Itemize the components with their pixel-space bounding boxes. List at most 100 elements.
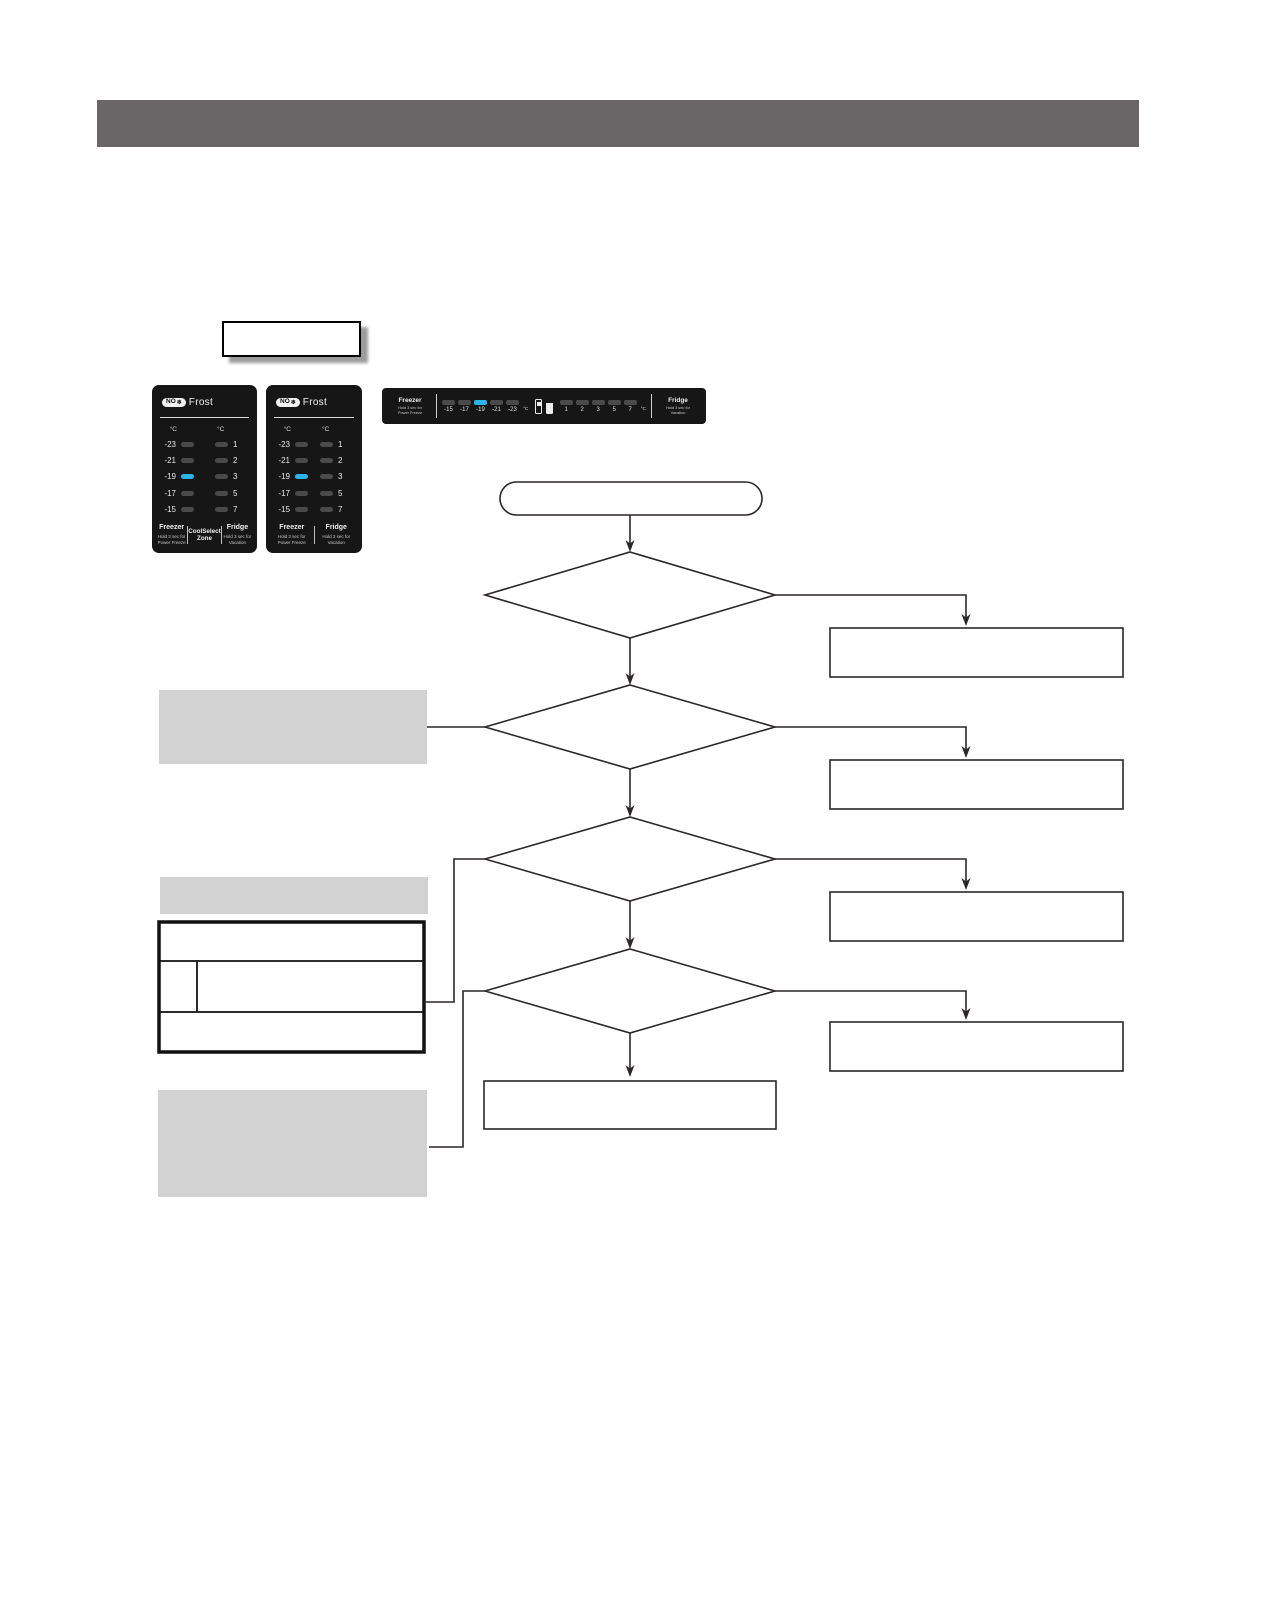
fridge-led <box>320 441 333 447</box>
fridge-unit-label: °C <box>217 426 225 433</box>
button-divider <box>313 526 315 544</box>
fridge-temp-label: 2 <box>338 455 343 465</box>
freezer-unit-label: °C <box>523 406 529 412</box>
freezer-temp-label: -21 <box>278 455 290 465</box>
control-panel-coolselect: NO❄ Frost °C -23 -21 -19 -17 -15 °C 1 2 … <box>152 385 257 553</box>
fridge-temp-label: 7 <box>233 504 238 514</box>
fridge-unit-label: °C <box>640 406 646 412</box>
fridge-temp-label: 5 <box>612 406 616 413</box>
flow-result-box-3 <box>829 891 1124 942</box>
fridge-led <box>623 399 637 405</box>
freezer-temp-label: -23 <box>508 406 517 413</box>
fridge-led-strip: 1 2 3 5 7 °C <box>559 399 646 413</box>
fridge-temp-label: 1 <box>338 439 343 449</box>
freezer-led <box>490 399 503 405</box>
flow-result-box-1 <box>829 627 1124 678</box>
freezer-led <box>295 490 308 496</box>
freezer-led <box>295 506 308 512</box>
freezer-led <box>295 441 308 447</box>
freezer-led-strip: -15 -17 -19 -21 -23 °C <box>442 399 529 413</box>
fridge-temp-label: 5 <box>233 488 238 498</box>
note-bar-2 <box>160 877 428 914</box>
fridge-led <box>559 399 573 405</box>
panel-divider-line <box>160 417 249 418</box>
button-divider <box>220 526 222 544</box>
fridge-temp-label: 3 <box>233 472 238 482</box>
flow-result-box-4 <box>829 1021 1124 1072</box>
connector-table-d3 <box>424 858 485 1003</box>
flow-final-box <box>483 1080 777 1130</box>
freezer-led-active <box>181 474 194 480</box>
freezer-temp-label: -23 <box>278 439 290 449</box>
freezer-led <box>442 399 455 405</box>
frost-label: Frost <box>188 397 214 408</box>
fridge-led <box>575 399 589 405</box>
freezer-temp-column: °C -23 -21 -19 -17 -15 <box>275 423 308 517</box>
freezer-temp-label: -15 <box>164 504 176 514</box>
section-header-bar <box>97 100 1139 147</box>
fridge-led <box>320 474 333 480</box>
freezer-temp-column: °C -23 -21 -19 -17 -15 <box>161 423 194 517</box>
connector-note3-d4 <box>429 990 485 1148</box>
branch-d1-right <box>775 594 967 618</box>
note-box-1 <box>159 690 427 764</box>
button-divider <box>187 526 189 544</box>
freezer-temp-label: -19 <box>278 472 290 482</box>
note-box-3 <box>158 1090 427 1197</box>
fridge-led <box>215 441 228 447</box>
freezer-temp-label: -19 <box>476 406 485 413</box>
flow-decision-4 <box>482 948 778 1034</box>
panel-section-divider <box>436 394 437 418</box>
freezer-unit-label: °C <box>169 426 177 433</box>
branch-d4-right <box>775 990 967 1012</box>
empty-callout-box <box>222 321 361 357</box>
freezer-temp-label: -23 <box>164 439 176 449</box>
flow-decision-2 <box>482 684 778 770</box>
fridge-temp-column: °C 1 2 3 5 7 <box>320 423 353 517</box>
flow-start-terminator <box>499 481 763 516</box>
freezer-temp-label: -17 <box>278 488 290 498</box>
freezer-temp-label: -17 <box>164 488 176 498</box>
panel-divider-line <box>273 417 355 418</box>
no-frost-logo: NO❄ Frost <box>162 396 257 409</box>
freezer-unit-label: °C <box>283 426 291 433</box>
control-panel-standard: NO❄ Frost °C -23 -21 -19 -17 -15 °C 1 2 … <box>266 385 362 553</box>
fridge-temp-label: 1 <box>564 406 568 413</box>
freezer-led <box>181 441 194 447</box>
fridge-unit-label: °C <box>322 426 330 433</box>
freezer-led <box>458 399 471 405</box>
freezer-temp-label: -21 <box>164 455 176 465</box>
no-frost-logo: NO❄ Frost <box>276 396 362 409</box>
fridge-led <box>320 506 333 512</box>
flow-result-box-2 <box>829 759 1124 810</box>
freezer-led <box>181 457 194 463</box>
fridge-led <box>607 399 621 405</box>
fridge-temp-label: 7 <box>628 406 632 413</box>
fridge-led <box>215 474 228 480</box>
fridge-led <box>215 506 228 512</box>
branch-d2-right <box>775 726 967 750</box>
fridge-led <box>215 490 228 496</box>
fridge-led <box>320 457 333 463</box>
freezer-led <box>506 399 519 405</box>
freezer-led <box>181 506 194 512</box>
note-table <box>157 920 426 1054</box>
water-icon <box>546 398 553 414</box>
fridge-led <box>591 399 605 405</box>
fridge-temp-label: 2 <box>233 455 238 465</box>
freezer-temp-label: -15 <box>444 406 453 413</box>
fridge-temp-label: 1 <box>233 439 238 449</box>
fridge-led <box>215 457 228 463</box>
snowflake-icon: ❄ <box>176 399 182 406</box>
branch-d3-right <box>775 858 967 882</box>
panel-section-divider <box>651 394 652 418</box>
no-badge: NO❄ <box>162 398 186 407</box>
no-badge: NO❄ <box>276 398 300 407</box>
frost-label: Frost <box>302 397 328 408</box>
flow-decision-3 <box>482 816 778 902</box>
